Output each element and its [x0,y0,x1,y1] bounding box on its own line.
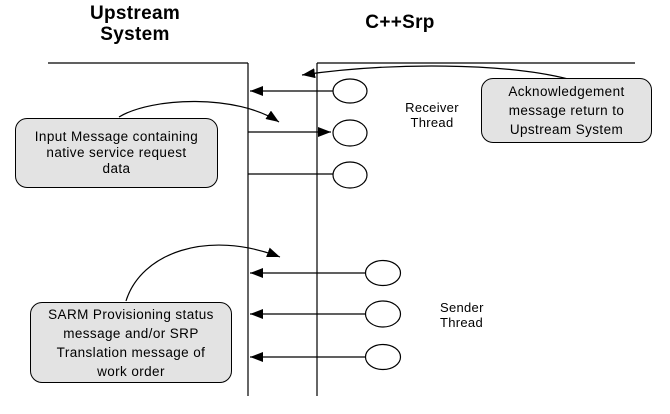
sarm-status-callout-text: SARM Provisioning status message and/or … [48,306,214,379]
acknowledgement-callout-text: Acknowledgement message return to Upstre… [508,84,625,137]
receiver-thread-circle [332,119,368,147]
input-message-callout: Input Message containing native service … [15,118,218,188]
sender-message-arrows [250,268,366,362]
acknowledgement-curve-arrow [301,65,569,80]
sender-thread-circle [364,300,402,328]
sarm-curve-arrow [125,244,281,302]
sender-thread-circle [364,343,402,371]
receiver-thread-circle [332,161,368,189]
cppsrp-title: C++Srp [365,12,435,33]
receiver-message-arrows [248,86,333,175]
input-message-callout-text: Input Message containing native service … [34,129,199,176]
cppsrp-boundary-lines [316,62,635,396]
input-message-curve-arrow [118,100,280,123]
receiver-thread-label: Receiver Thread [405,100,459,130]
acknowledgement-callout: Acknowledgement message return to Upstre… [481,78,652,143]
upstream-system-title: Upstream System [89,3,181,45]
sarm-status-callout: SARM Provisioning status message and/or … [30,302,232,383]
sender-thread-label: Sender Thread [440,300,484,330]
upstream-boundary-lines [48,62,249,396]
sender-thread-circles [364,259,402,371]
sender-thread-circle [364,259,402,287]
receiver-thread-circles [332,78,368,189]
receiver-thread-circle [332,78,368,104]
